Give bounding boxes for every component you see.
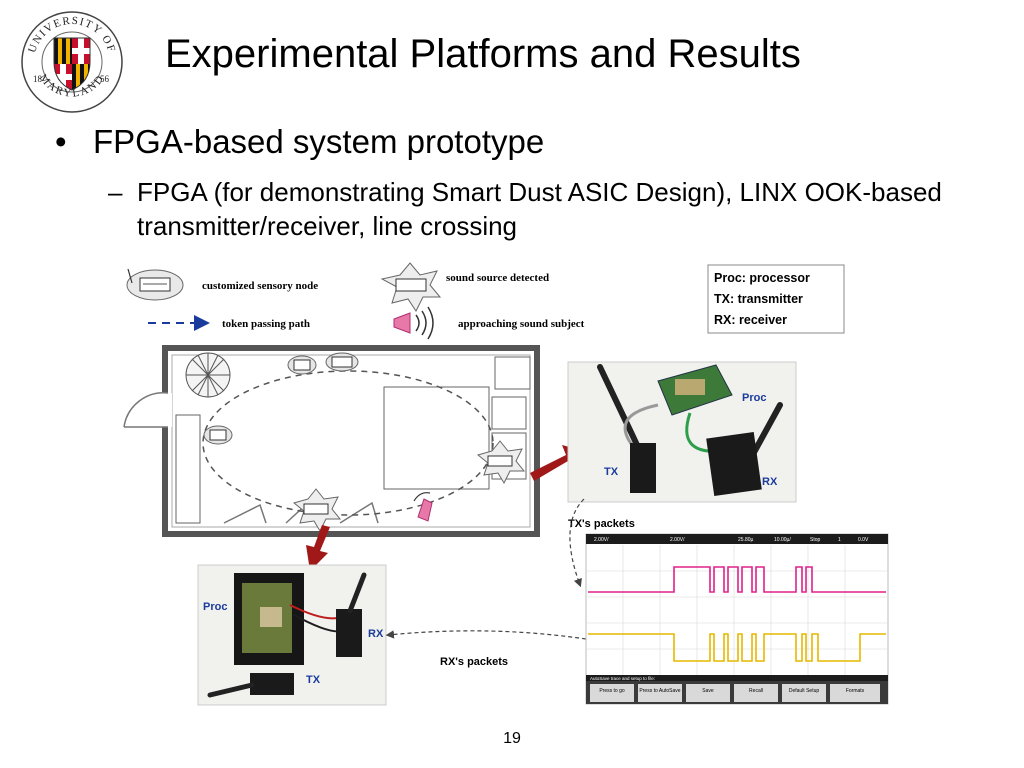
- photo-top-rx: RX: [762, 476, 778, 488]
- arrow-to-bottom-photo: [306, 525, 330, 571]
- photo-bottom-proc: Proc: [203, 601, 227, 613]
- page-number: 19: [503, 730, 521, 747]
- scope-softkeys: Press to go Press to AutoSave Save Recal…: [586, 681, 888, 704]
- sensory-node-icon: [126, 268, 184, 301]
- bullet-level2-text: FPGA (for demonstrating Smart Dust ASIC …: [137, 177, 942, 241]
- legend-approaching: approaching sound subject: [458, 318, 585, 330]
- legend-sound-source: sound source detected: [446, 272, 549, 284]
- bullet-mark: •: [55, 123, 67, 160]
- legend-sensory-node: customized sensory node: [202, 280, 318, 292]
- photo-top-tx: TX: [604, 466, 619, 478]
- rx-packets-label: RX's packets: [440, 656, 508, 668]
- abbreviation-key: Proc: processor TX: transmitter RX: rece…: [707, 264, 845, 334]
- star-node-icon: [380, 262, 442, 312]
- key-proc: Proc: processor: [714, 271, 810, 285]
- figure-legend: customized sensory node sound source det…: [126, 262, 585, 340]
- floor-plan: [110, 345, 540, 537]
- scope-trigger-level: 0.0V: [858, 537, 869, 543]
- scope-softkey-save: Save: [702, 688, 714, 694]
- scope-softkey-go: Press to go: [599, 688, 625, 694]
- scope-ch1-scale: 2.00V/: [594, 537, 609, 543]
- floor-star-node: [476, 440, 526, 485]
- scope-delay: 25.80µ: [738, 537, 754, 543]
- bullet-level2: – FPGA (for demonstrating Smart Dust ASI…: [108, 175, 978, 243]
- seal-year-right: 56: [100, 74, 110, 84]
- bullet-level1: • FPGA-based system prototype: [55, 120, 544, 164]
- scope-softkey-autosave: Press to AutoSave: [639, 688, 680, 694]
- scope-ch1-trace: [588, 566, 886, 593]
- floor-speaker-icon: [413, 492, 433, 522]
- photo-top: Proc TX RX: [567, 361, 797, 503]
- scope-trigger-ch: 1: [838, 537, 841, 543]
- university-seal: UNIVERSITY OF MARYLAND 18 56: [21, 11, 123, 113]
- scope-run-state: Stop: [810, 537, 821, 543]
- scope-ch2-trace: [588, 633, 886, 662]
- photo-top-proc: Proc: [742, 392, 766, 404]
- photo-bottom: Proc RX TX: [197, 564, 387, 706]
- prototype-figure: customized sensory node sound source det…: [110, 262, 889, 706]
- scope-softkey-recall: Recall: [749, 688, 763, 694]
- slide-title: Experimental Platforms and Results: [165, 32, 801, 76]
- token-path-loop: [202, 370, 494, 516]
- scope-softkey-default: Default Setup: [789, 688, 820, 694]
- photo-bottom-rx: RX: [368, 628, 384, 640]
- tx-packets-label: TX's packets: [568, 518, 635, 530]
- oscilloscope-capture: 2.00V/ 2.00V/ 25.80µ 10.00µ/ Stop 1 0.0V…: [585, 533, 889, 705]
- scope-ch2-scale: 2.00V/: [670, 537, 685, 543]
- dash-mark: –: [108, 177, 123, 207]
- key-rx: RX: receiver: [714, 313, 787, 327]
- bullet-level1-text: FPGA-based system prototype: [93, 123, 545, 160]
- key-tx: TX: transmitter: [714, 292, 803, 306]
- floor-node: [325, 352, 359, 372]
- legend-token-path: token passing path: [222, 318, 310, 330]
- floor-node: [287, 355, 317, 375]
- speaker-icon: [393, 306, 434, 340]
- scope-timebase: 10.00µ/: [774, 537, 791, 543]
- photo-bottom-tx: TX: [306, 674, 321, 686]
- floor-node: [203, 425, 233, 445]
- scope-softkey-formats: Formats: [846, 688, 865, 694]
- seal-year-left: 18: [33, 74, 43, 84]
- scope-status: AutoSave trace and setup to file:: [590, 676, 655, 681]
- plant-icon: [185, 352, 231, 398]
